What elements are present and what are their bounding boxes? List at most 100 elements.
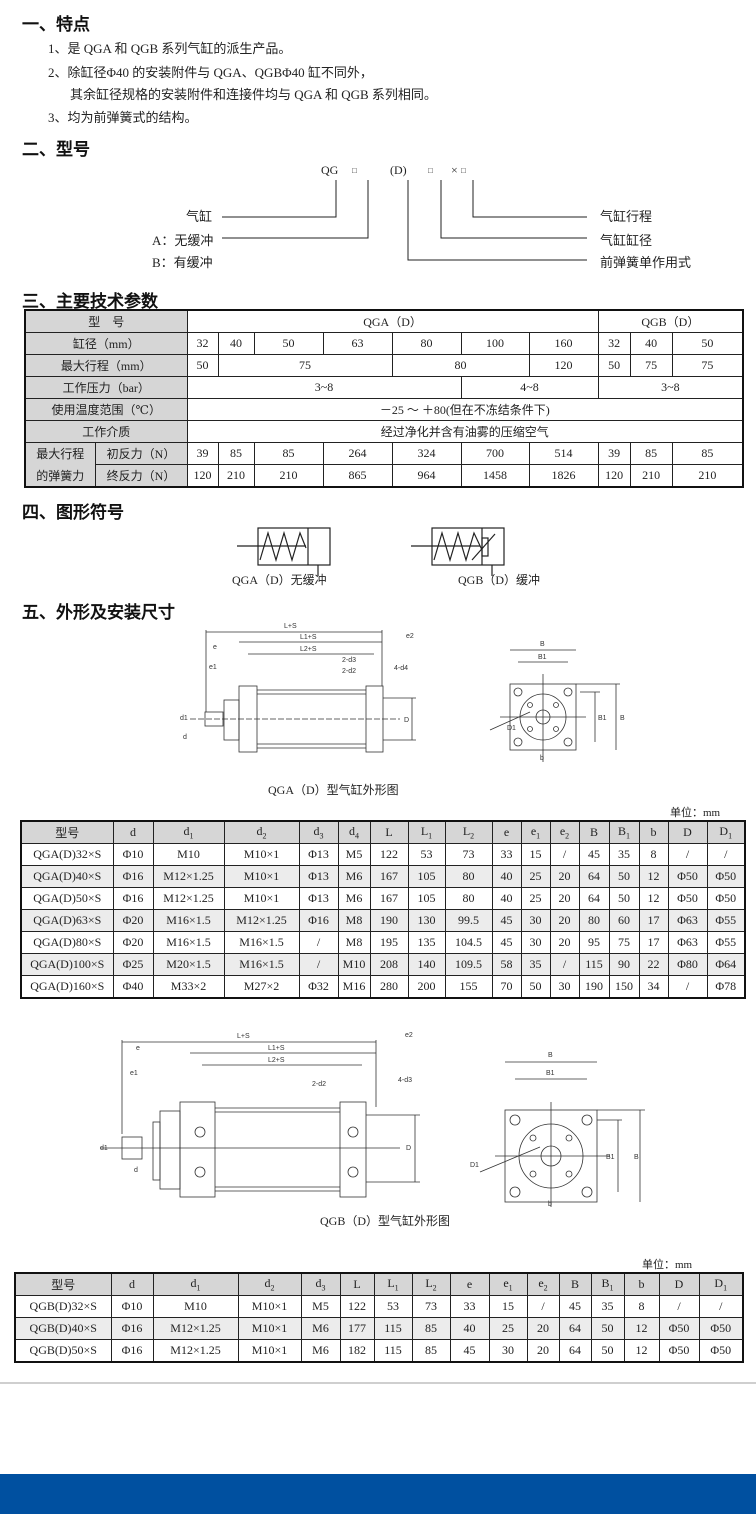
dim-label: L+S xyxy=(237,1033,250,1040)
table-cell: 33 xyxy=(491,843,522,866)
column-header: d1 xyxy=(152,820,225,844)
table-cell: 280 xyxy=(369,975,409,999)
table-cell: Φ55 xyxy=(706,909,746,932)
table-cell: Φ55 xyxy=(706,931,746,954)
spec-cell: 32 xyxy=(597,332,631,355)
column-header: d4 xyxy=(337,820,371,844)
dim-label: 4-d4 xyxy=(394,665,408,672)
table-cell: M10×1 xyxy=(237,1295,302,1318)
spec-cell: 50 xyxy=(597,354,631,377)
model-code-box: □ xyxy=(428,166,433,175)
table-cell: / xyxy=(706,843,746,866)
spec-label: 最大行程 xyxy=(24,442,96,465)
dim-label: e1 xyxy=(130,1070,138,1077)
table-cell: 105 xyxy=(407,865,446,888)
spec-cell: 75 xyxy=(217,354,393,377)
dim-label: b xyxy=(540,755,544,762)
column-header: D1 xyxy=(698,1272,744,1296)
table-cell: Φ80 xyxy=(667,953,708,976)
table-cell: 99.5 xyxy=(444,909,493,932)
model-code-x: × xyxy=(451,163,458,177)
table-cell: 155 xyxy=(444,975,493,999)
table-cell: 50 xyxy=(608,865,640,888)
table-cell: Φ50 xyxy=(698,1317,744,1340)
table-cell: Φ50 xyxy=(706,887,746,910)
table-cell: 115 xyxy=(373,1339,413,1363)
table-cell: M27×2 xyxy=(223,975,300,999)
spec-row-temperature: 使用温度范围（℃） －25 ～ ＋80(但在不冻结条件下) xyxy=(24,398,744,421)
table-cell: M12×1.25 xyxy=(152,1317,239,1340)
table-cell: Φ78 xyxy=(706,975,746,999)
column-header: D1 xyxy=(706,820,746,844)
spec-cell: 85 xyxy=(629,442,673,465)
column-header: e2 xyxy=(526,1272,560,1296)
dim-label: B1 xyxy=(598,715,607,722)
table-cell: 45 xyxy=(491,931,522,954)
table-cell: 64 xyxy=(558,1339,592,1363)
spec-cell: 80 xyxy=(391,332,462,355)
model-label-spring-type: 前弹簧单作用式 xyxy=(600,255,692,270)
spec-row-final-force: 的弹簧力 终反力（N） 120 210 210 865 964 1458 182… xyxy=(24,464,744,488)
table-cell: 105 xyxy=(407,887,446,910)
table-cell: / xyxy=(549,953,580,976)
table-cell: 190 xyxy=(369,909,409,932)
table-cell: 53 xyxy=(373,1295,413,1318)
dim-label: B1 xyxy=(546,1070,555,1077)
section-heading-model: 二、型号 xyxy=(22,140,90,159)
column-header: e1 xyxy=(488,1272,528,1296)
table-cell: 20 xyxy=(549,931,580,954)
column-header: e xyxy=(491,820,522,844)
table-cell: Φ25 xyxy=(112,953,154,976)
table-cell: / xyxy=(667,975,708,999)
table-cell: 190 xyxy=(578,975,610,999)
column-header: d3 xyxy=(300,1272,341,1296)
qga-drawing-caption: QGA（D）型气缸外形图 xyxy=(268,783,399,797)
section-heading-dimensions: 五、外形及安装尺寸 xyxy=(22,603,175,622)
spec-cell: 210 xyxy=(671,464,744,488)
column-header: L1 xyxy=(373,1272,413,1296)
table-cell: Φ63 xyxy=(667,931,708,954)
table-cell: Φ16 xyxy=(112,865,154,888)
column-header: d2 xyxy=(223,820,300,844)
spec-cell: 85 xyxy=(217,442,255,465)
column-header: d2 xyxy=(237,1272,302,1296)
dim-label: D xyxy=(406,1145,411,1152)
dim-label: d xyxy=(134,1167,138,1174)
spec-row-initial-force: 最大行程 初反力（N） 39 85 85 264 324 700 514 39 … xyxy=(24,442,744,465)
dim-label: L2+S xyxy=(268,1057,285,1064)
table-cell: M16×1.5 xyxy=(223,931,300,954)
qgb-symbol-caption: QGB（D）缓冲 xyxy=(458,573,541,587)
table-cell: 33 xyxy=(449,1295,490,1318)
table-cell: M12×1.25 xyxy=(152,1339,239,1363)
footer-bar xyxy=(0,1474,756,1514)
spec-cell: 39 xyxy=(597,442,631,465)
table-cell: Φ50 xyxy=(698,1339,744,1363)
qga-drawing-labels: L+S L1+S L2+S e e1 e2 2-d3 2-d2 4-d4 d1 … xyxy=(180,623,625,762)
table-cell: 35 xyxy=(590,1295,625,1318)
table-cell: 177 xyxy=(339,1317,375,1340)
dim-label: B xyxy=(634,1154,639,1161)
table-cell: Φ40 xyxy=(112,975,154,999)
column-header: B1 xyxy=(608,820,640,844)
spec-cell: QGB（D） xyxy=(597,309,744,333)
table-cell: 50 xyxy=(520,975,551,999)
dim-label: d1 xyxy=(100,1145,108,1152)
dim-label: B1 xyxy=(538,654,547,661)
table-cell: Φ10 xyxy=(110,1295,154,1318)
model-label-stroke: 气缸行程 xyxy=(600,209,653,224)
table-cell: 208 xyxy=(369,953,409,976)
table-cell: Φ13 xyxy=(298,887,339,910)
dim-label: D1 xyxy=(470,1162,479,1169)
spec-cell: 865 xyxy=(322,464,393,488)
table-cell: 73 xyxy=(411,1295,451,1318)
pneumatic-symbols xyxy=(237,527,505,576)
spec-label: 最大行程（mm） xyxy=(24,354,188,377)
table-cell: 64 xyxy=(558,1317,592,1340)
dim-label: e xyxy=(213,644,217,651)
spec-cell: 经过净化并含有油雾的压缩空气 xyxy=(186,420,744,443)
table-cell: M33×2 xyxy=(152,975,225,999)
